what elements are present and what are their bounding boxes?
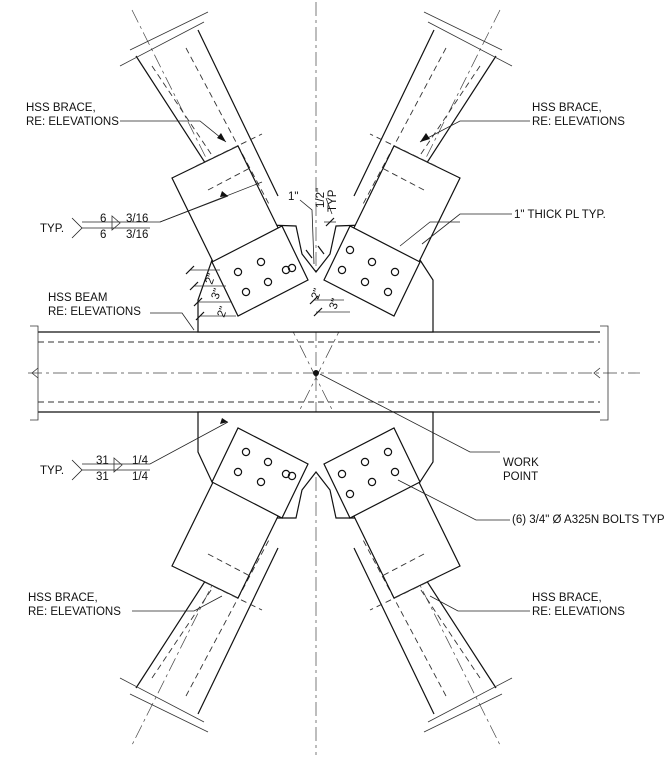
dim-half: 1/2" [315,188,327,208]
hss-brace-lower-left [119,471,285,733]
weld-symbol-bottom [71,457,150,481]
dim-pitch-a: 3" [210,287,225,301]
label-brace-upper-right-line2: RE: ELEVATIONS [532,116,625,128]
weld-top-leg-b: 3/16 [126,229,148,241]
label-plate-thickness: 1" THICK PL TYP. [514,209,606,221]
weld-bottom-size-b: 31 [96,471,109,483]
weld-top-size-b: 6 [100,229,106,241]
splice-plate-upper-right [323,225,421,317]
label-work-point-line1: WORK [503,457,539,469]
label-brace-upper-left-line1: HSS BRACE, [26,102,96,114]
dimension-marks [185,217,350,321]
bolt-group-upper-right [337,245,400,297]
weld-bottom-leg-b: 1/4 [132,471,149,483]
splice-plate-upper-left [211,225,309,317]
weld-bottom-typ: TYP. [40,465,64,477]
label-brace-lower-right-line2: RE: ELEVATIONS [532,606,625,618]
weld-symbol-top [71,215,150,239]
weld-top-typ: TYP. [40,223,64,235]
dim-typ: TYP [327,189,339,212]
bolt-group-upper-left [233,257,297,297]
weld-top-size-a: 6 [100,213,106,225]
hss-brace-upper-right [347,11,513,273]
bolt-group-lower-left [233,447,297,487]
label-brace-lower-left-line2: RE: ELEVATIONS [28,606,121,618]
weld-top-leg-a: 3/16 [126,213,148,225]
dim-edge-a: 2" [204,272,219,286]
work-point-marker [313,370,319,376]
splice-plate-lower-right [323,427,421,519]
dim-pitch-c: 3" [328,297,343,311]
dim-gap: 1" [288,191,298,203]
weld-bottom-leg-a: 1/4 [132,455,149,467]
label-brace-upper-left-line2: RE: ELEVATIONS [26,116,119,128]
splice-plate-lower-left [211,427,309,519]
label-brace-upper-right-line1: HSS BRACE, [532,102,602,114]
label-work-point-line2: POINT [503,471,538,483]
label-hss-beam-line2: RE: ELEVATIONS [48,306,141,318]
hss-brace-lower-right [347,471,513,733]
bolt-group-lower-right [337,447,400,499]
dim-edge-c: 2" [310,287,325,301]
weld-bottom-size-a: 31 [96,455,109,467]
centerlines [28,2,640,755]
dim-edge-b: 2" [216,305,231,319]
label-hss-beam-line1: HSS BEAM [48,292,107,304]
leaders [82,120,530,612]
label-bolts: (6) 3/4" Ø A325N BOLTS TYP [512,514,664,526]
label-brace-lower-right-line1: HSS BRACE, [532,592,602,604]
label-brace-lower-left-line1: HSS BRACE, [28,592,98,604]
